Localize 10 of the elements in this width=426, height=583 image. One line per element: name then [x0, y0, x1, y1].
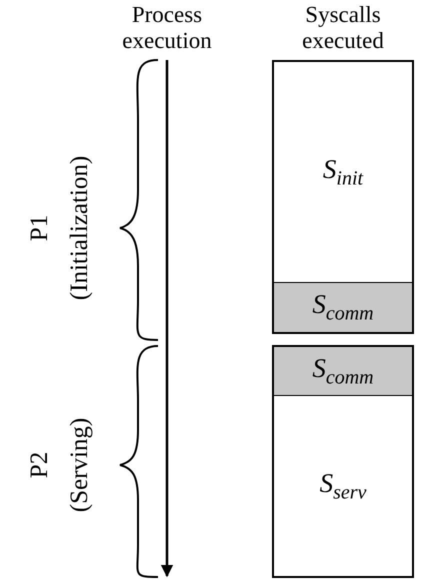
- phase-label: P1: [26, 214, 54, 242]
- shared-syscall-block: S$_{comm}$: [272, 345, 414, 397]
- column-heading: Syscalls executed: [301, 2, 385, 54]
- syscall-block: S$_{init}$: [272, 60, 414, 284]
- phase-label: (Initialization): [66, 156, 94, 300]
- phase-label: (Serving): [66, 418, 94, 512]
- syscall-block: S$_{serv}$: [272, 395, 414, 578]
- shared-syscall-block: S$_{comm}$: [272, 282, 414, 334]
- column-heading: Process execution: [121, 2, 213, 54]
- phase-label: P2: [26, 452, 54, 478]
